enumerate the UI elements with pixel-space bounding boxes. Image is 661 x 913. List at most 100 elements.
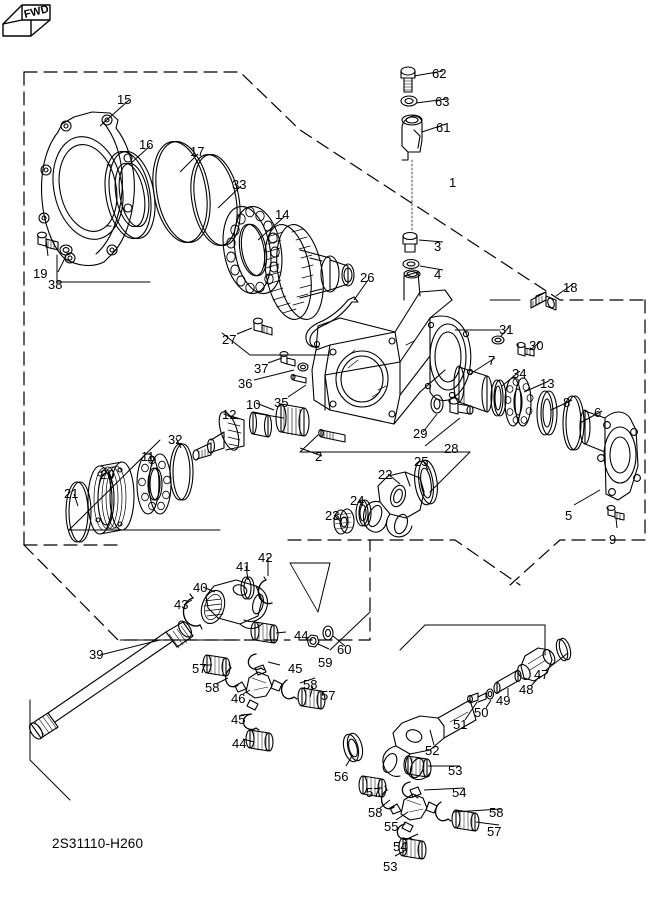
part-30-bolt [516, 341, 535, 357]
callout-9: 9 [609, 532, 617, 547]
callout-45: 45 [288, 661, 303, 676]
gear-case-housing [311, 269, 474, 425]
callout-13: 13 [540, 376, 555, 391]
group-boundary-middle [287, 539, 521, 641]
callout-42: 42 [258, 550, 273, 565]
callout-12: 12 [222, 407, 237, 422]
callout-57: 57 [192, 661, 207, 676]
callout-56: 56 [334, 769, 349, 784]
callout-39: 39 [89, 647, 104, 662]
part-5-drive-flange [579, 409, 641, 501]
u-joint-middle [202, 621, 326, 752]
part-2-stud [318, 428, 346, 443]
callout-14: 14 [275, 207, 290, 222]
group-boundary-right [509, 539, 646, 586]
part-11-bearing [136, 453, 172, 515]
part-24-shim [355, 499, 372, 527]
part-43-circlip [182, 593, 203, 630]
callout-23: 23 [325, 508, 340, 523]
part-8-oil-seal [536, 390, 558, 436]
part-39-drive-shaft [28, 620, 194, 740]
part-17-oring [152, 141, 211, 243]
callout-50: 50 [474, 705, 489, 720]
callout-57: 57 [321, 688, 336, 703]
part-13-bearing [504, 377, 534, 427]
part-41-oring [240, 576, 255, 600]
callout-34: 34 [512, 366, 527, 381]
callout-8: 8 [563, 395, 571, 410]
part-4-washer [402, 258, 420, 270]
part-21-oring [65, 481, 92, 543]
callout-58: 58 [368, 805, 383, 820]
callout-33: 33 [232, 177, 247, 192]
callout-22: 22 [378, 467, 393, 482]
callout-58: 58 [303, 677, 318, 692]
part-59-nut [306, 634, 320, 648]
callout-19: 19 [33, 266, 48, 281]
callout-48: 48 [519, 682, 534, 697]
callout-44: 44 [232, 736, 247, 751]
part-22-coupling-yoke [362, 471, 425, 538]
callout-35: 35 [274, 395, 289, 410]
callout-27: 27 [222, 332, 237, 347]
callout-24: 24 [350, 493, 365, 508]
part-61-breather [401, 114, 423, 161]
callout-3: 3 [434, 239, 442, 254]
diagram-part-number: 2S31110-H260 [52, 836, 144, 851]
callout-30: 30 [529, 338, 544, 353]
part-36-washer [297, 362, 309, 372]
callout-7: 7 [488, 353, 496, 368]
ring-gear-assembly [264, 224, 355, 320]
leader-frames [29, 254, 546, 801]
part-47-oring [555, 637, 572, 662]
part-38-washer [59, 244, 73, 256]
callout-28: 28 [444, 441, 459, 456]
part-56-oil-seal [342, 732, 364, 763]
callout-4: 4 [434, 267, 442, 282]
part-34-shim [490, 379, 507, 417]
callout-54: 54 [452, 785, 467, 800]
part-3-plug [402, 231, 418, 253]
callout-53: 53 [383, 859, 398, 874]
callout-52: 52 [425, 743, 440, 758]
part-42-circlip [257, 576, 273, 605]
callout-21: 21 [64, 486, 79, 501]
callout-60: 60 [337, 642, 352, 657]
callout-49: 49 [496, 693, 511, 708]
callout-51: 51 [453, 717, 468, 732]
callout-1: 1 [449, 175, 457, 190]
callout-5: 5 [565, 508, 573, 523]
part-33-oring [190, 153, 241, 247]
part-20-ring-nut [87, 461, 135, 535]
callout-55: 55 [384, 819, 399, 834]
callout-62: 62 [432, 66, 447, 81]
callout-54: 54 [393, 839, 408, 854]
pinion-gear-shaft [192, 411, 245, 461]
callout-57: 57 [487, 824, 502, 839]
part-29-washer [430, 394, 444, 414]
callout-11: 11 [141, 449, 155, 464]
part-40-front-yoke [200, 579, 269, 630]
callout-59: 59 [318, 655, 333, 670]
leader-to-yoke [289, 562, 319, 613]
part-63-washer [400, 95, 418, 107]
callout-20: 20 [100, 467, 115, 482]
callout-57: 57 [366, 785, 381, 800]
callout-10: 10 [246, 397, 261, 412]
callout-31: 31 [499, 322, 514, 337]
callout-36: 36 [238, 376, 253, 391]
part-52-sleeve-yoke [382, 699, 477, 781]
part-9-bolt [606, 505, 625, 521]
part-62-bolt [400, 66, 416, 93]
callout-43: 43 [174, 597, 189, 612]
callout-32: 32 [168, 432, 183, 447]
part-18-bolt [530, 291, 557, 311]
callout-44: 44 [294, 628, 309, 643]
callout-63: 63 [435, 94, 450, 109]
part-27-bolt [252, 317, 273, 336]
callout-2: 2 [315, 449, 323, 464]
callout-40: 40 [193, 580, 208, 595]
callout-25: 25 [414, 454, 429, 469]
